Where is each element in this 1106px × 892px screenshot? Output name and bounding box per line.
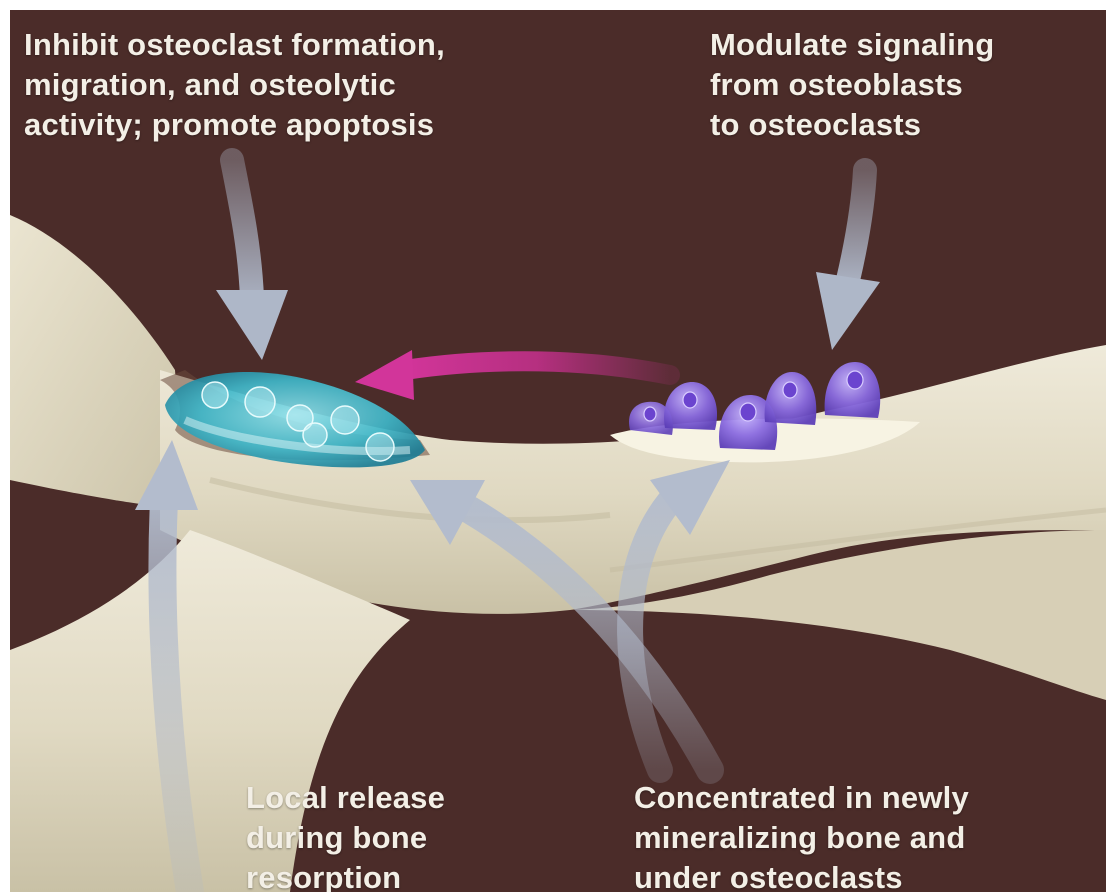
label-line: from osteoblasts — [710, 65, 994, 105]
label-line: migration, and osteolytic — [24, 65, 445, 105]
label-line: under osteoclasts — [634, 858, 969, 892]
label-line: Modulate signaling — [710, 25, 994, 65]
label-modulate-signaling: Modulate signaling from osteoblasts to o… — [710, 25, 994, 145]
label-line: Inhibit osteoclast formation, — [24, 25, 445, 65]
label-line: resorption — [246, 858, 445, 892]
label-line: activity; promote apoptosis — [24, 105, 445, 145]
label-line: mineralizing bone and — [634, 818, 969, 858]
label-local-release: Local release during bone resorption — [246, 778, 445, 892]
label-concentrated: Concentrated in newly mineralizing bone … — [634, 778, 969, 892]
label-line: Local release — [246, 778, 445, 818]
label-inhibit-osteoclast: Inhibit osteoclast formation, migration,… — [24, 25, 445, 145]
label-line: Concentrated in newly — [634, 778, 969, 818]
label-line: during bone — [246, 818, 445, 858]
diagram-canvas: Inhibit osteoclast formation, migration,… — [10, 10, 1106, 892]
signal-arrow — [355, 350, 670, 400]
label-line: to osteoclasts — [710, 105, 994, 145]
